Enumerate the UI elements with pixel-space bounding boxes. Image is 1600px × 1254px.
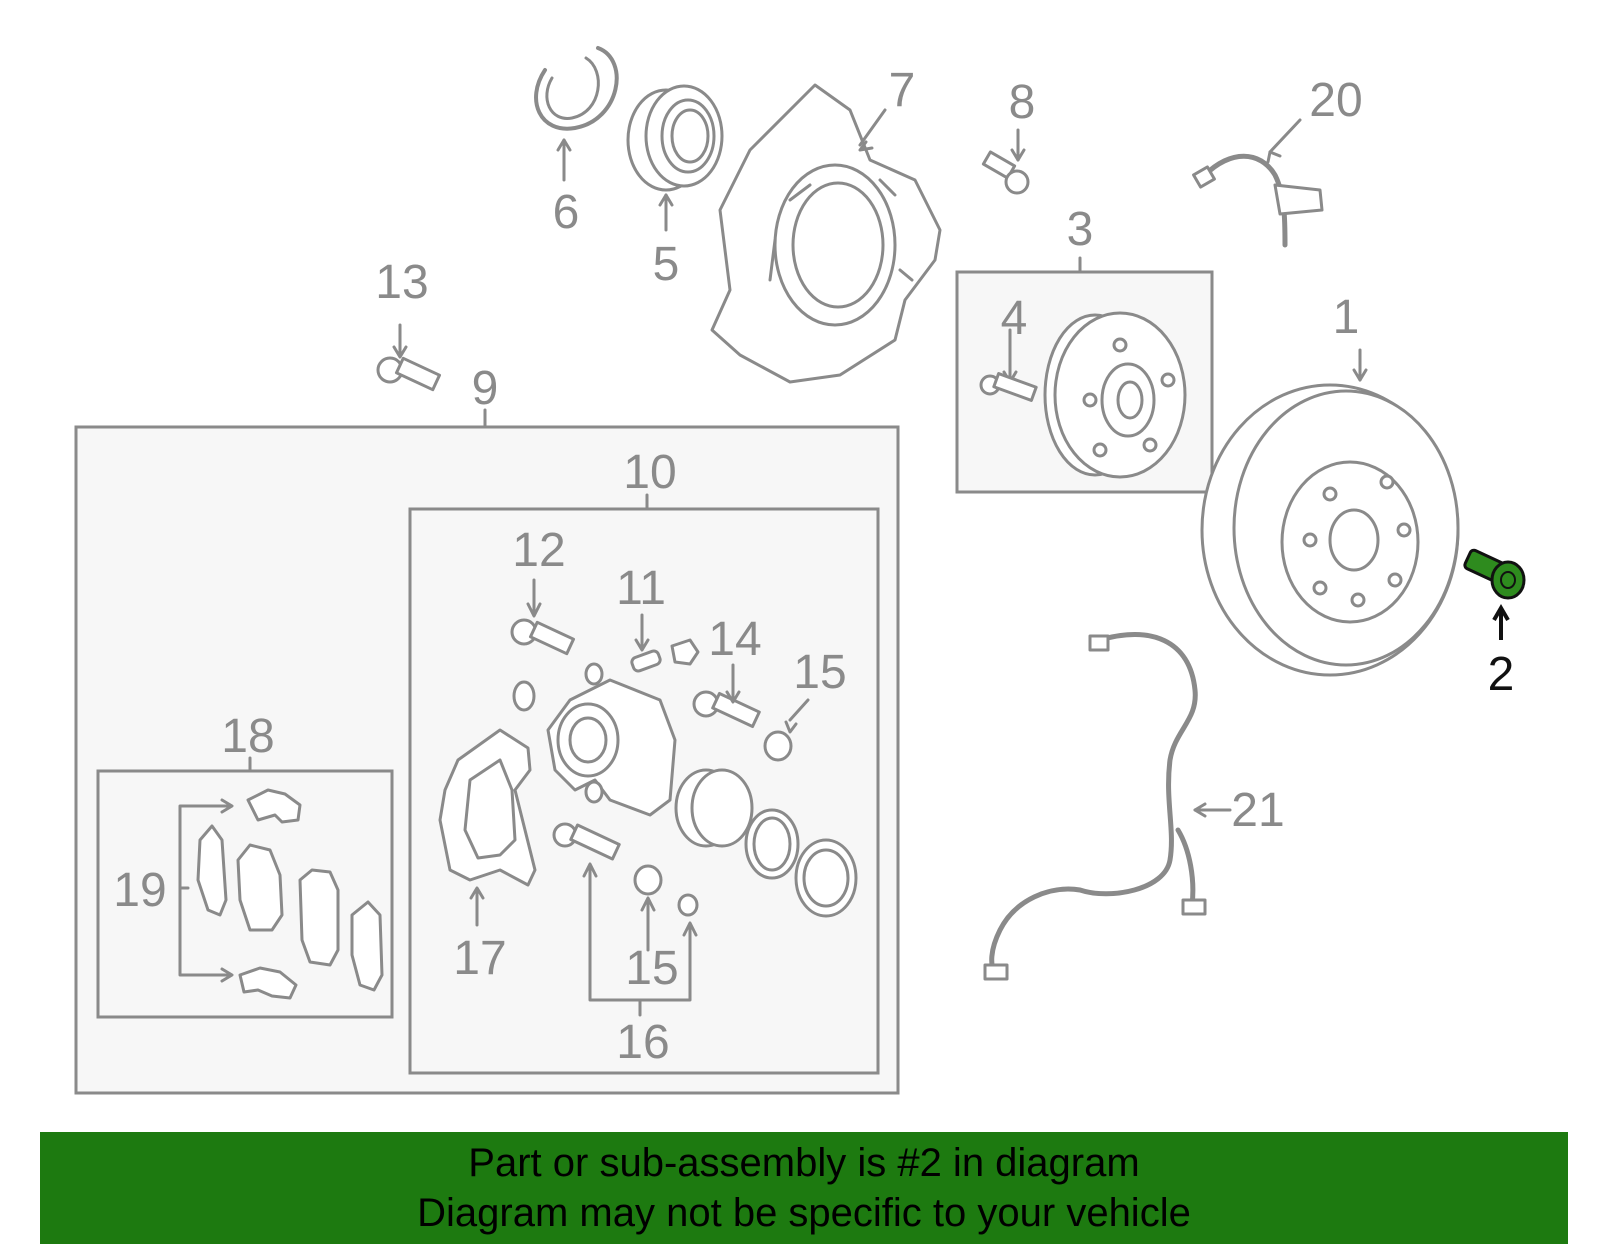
dust-shield-part-7[interactable] — [710, 83, 942, 384]
callout-14[interactable]: 14 — [708, 613, 761, 666]
callout-13[interactable]: 13 — [375, 256, 428, 309]
bolt-part-13[interactable] — [376, 323, 442, 392]
caliper-body[interactable] — [512, 662, 677, 817]
callout-15-upper[interactable]: 15 — [793, 646, 846, 699]
callout-12[interactable]: 12 — [512, 524, 565, 577]
callout-3[interactable]: 3 — [1067, 203, 1094, 256]
brake-pad-set-part-18[interactable] — [178, 788, 384, 1000]
callout-19[interactable]: 19 — [113, 864, 166, 917]
banner-line-1: Part or sub-assembly is #2 in diagram — [468, 1141, 1140, 1185]
cap-part-15-upper[interactable] — [763, 698, 810, 762]
callout-4[interactable]: 4 — [1001, 292, 1028, 345]
sensor-wire-part-21[interactable] — [983, 631, 1232, 981]
callout-5[interactable]: 5 — [653, 238, 680, 291]
bolt-part-8[interactable] — [981, 128, 1030, 195]
wheel-hub-part-3[interactable] — [979, 311, 1187, 479]
callout-20[interactable]: 20 — [1309, 74, 1362, 127]
callout-11[interactable]: 11 — [616, 562, 666, 615]
piston-and-seals[interactable] — [674, 768, 858, 918]
caliper-bracket-part-17[interactable] — [438, 728, 537, 927]
snap-ring-part-6[interactable] — [534, 46, 619, 182]
hub-bolt-part-4[interactable] — [979, 372, 1038, 402]
callout-15-lower[interactable]: 15 — [625, 942, 678, 995]
callout-10[interactable]: 10 — [623, 446, 676, 499]
rotor-screw-part-2[interactable] — [1463, 548, 1526, 640]
callout-2[interactable]: 2 — [1488, 648, 1515, 701]
callout-9[interactable]: 9 — [472, 362, 499, 415]
bolt-part-12[interactable] — [510, 578, 576, 656]
guide-bolt-kit-part-16[interactable] — [552, 822, 699, 1017]
bolt-part-14[interactable] — [692, 663, 761, 729]
info-banner: Part or sub-assembly is #2 in diagram Di… — [40, 1132, 1568, 1244]
brake-rotor-part-1[interactable] — [1200, 348, 1460, 677]
sensor-wire-part-20[interactable] — [1192, 118, 1324, 248]
callout-18[interactable]: 18 — [221, 710, 274, 763]
banner-line-2: Diagram may not be specific to your vehi… — [417, 1191, 1191, 1235]
callout-1[interactable]: 1 — [1333, 291, 1360, 344]
callout-7[interactable]: 7 — [889, 64, 916, 117]
callout-8[interactable]: 8 — [1009, 76, 1036, 129]
callout-6[interactable]: 6 — [553, 186, 580, 239]
callout-17[interactable]: 17 — [453, 932, 506, 985]
wheel-bearing-part-5[interactable] — [626, 84, 724, 232]
callout-16[interactable]: 16 — [616, 1016, 669, 1069]
guide-pin-part-11[interactable] — [630, 613, 700, 673]
callout-21[interactable]: 21 — [1231, 784, 1284, 837]
